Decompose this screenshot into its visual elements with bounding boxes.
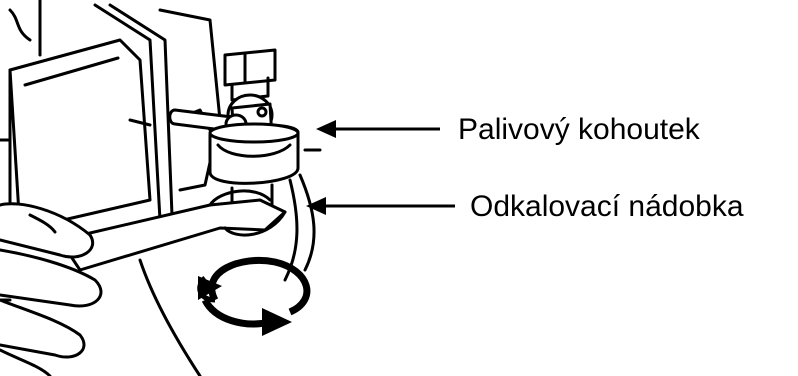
fuel-valve-label: Palivový kohoutek [458, 113, 700, 146]
sediment-cup-pointer-arrow-icon [306, 197, 455, 215]
sediment-cup [208, 122, 300, 212]
rotation-arrow-icon [197, 256, 311, 336]
sediment-cup-label: Odkalovací nádobka [470, 190, 744, 223]
hand-with-wrench [0, 189, 287, 376]
fuel-valve-pointer-arrow-icon [316, 120, 440, 138]
